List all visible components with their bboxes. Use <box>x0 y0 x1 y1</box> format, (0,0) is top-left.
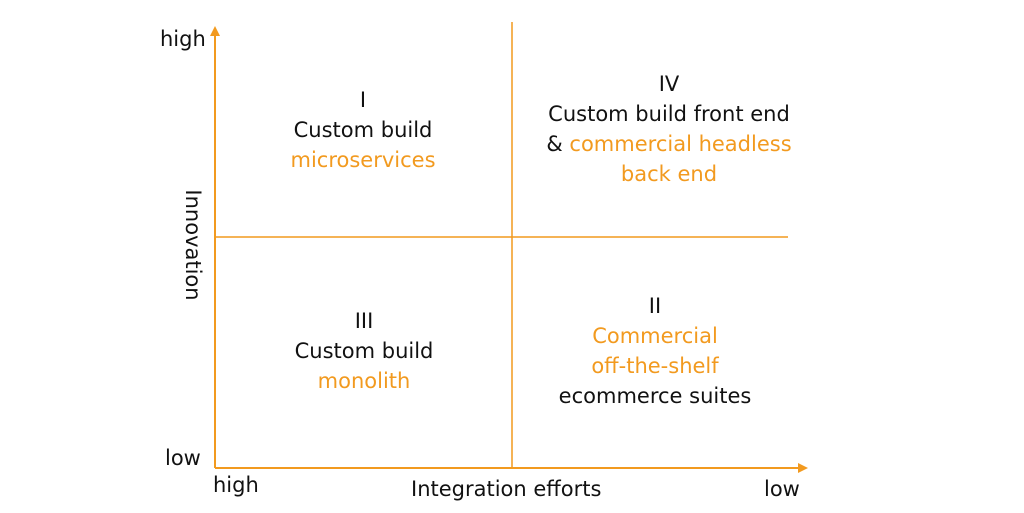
y-axis-high-label: high <box>160 27 206 51</box>
x-axis-title: Integration efforts <box>411 477 602 501</box>
quadrant-iv-line2-row: & commercial headless <box>546 129 791 159</box>
quadrant-iii: III Custom build monolith <box>295 306 434 396</box>
y-axis-title: Innovation <box>181 189 205 301</box>
quadrant-iv-line2: commercial headless <box>569 132 792 156</box>
quadrant-ii-line1: Commercial <box>592 324 718 348</box>
quadrant-i-numeral: I <box>359 88 367 112</box>
quadrant-iv-line1: Custom build front end <box>548 102 790 126</box>
quadrant-iv-line3: back end <box>620 162 718 186</box>
quadrant-iii-line1: Custom build <box>294 339 434 363</box>
quadrant-i: I Custom build microservices <box>290 85 435 175</box>
quadrant-ii: II Commercial off-the-shelf ecommerce su… <box>559 291 752 411</box>
quadrant-i-line2: microservices <box>290 148 436 172</box>
quadrant-iii-numeral: III <box>354 309 374 333</box>
quadrant-i-line1: Custom build <box>293 118 433 142</box>
quadrant-iv: IV Custom build front end & commercial h… <box>546 69 791 189</box>
quadrant-iii-line2: monolith <box>317 369 411 393</box>
quadrant-iv-ampersand: & <box>546 132 570 156</box>
quadrant-iv-numeral: IV <box>658 72 680 96</box>
x-axis-high-label: high <box>213 473 259 497</box>
quadrant-ii-line2: off-the-shelf <box>591 354 719 378</box>
y-axis-low-label: low <box>165 446 201 470</box>
quadrant-ii-line3: ecommerce suites <box>558 384 752 408</box>
quadrant-ii-numeral: II <box>648 294 662 318</box>
x-axis-low-label: low <box>764 477 800 501</box>
